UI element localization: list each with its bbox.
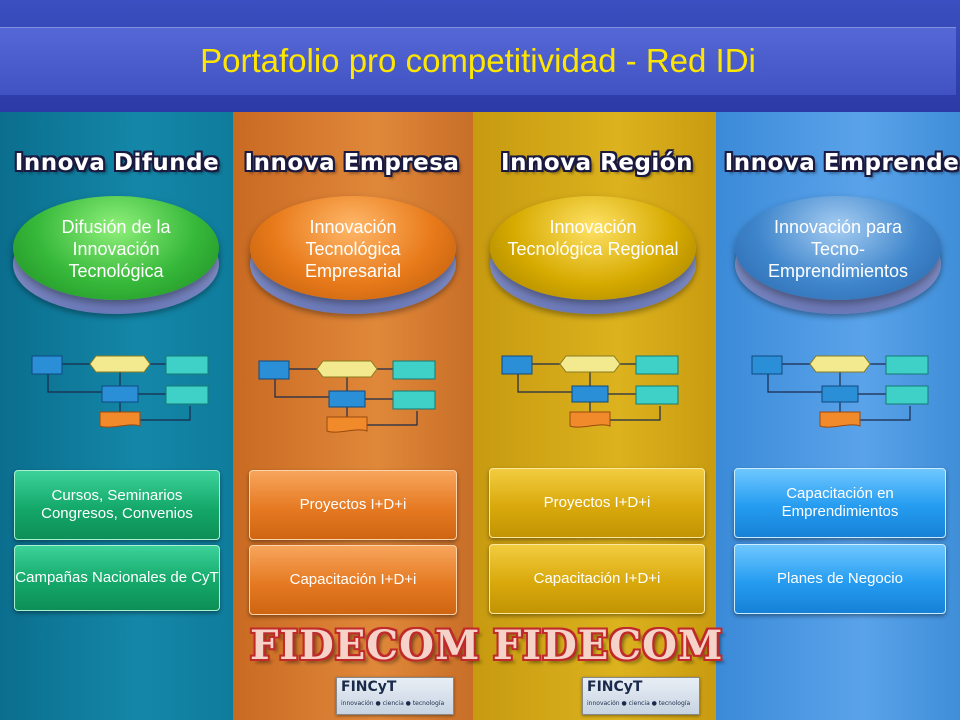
slide-title: Portafolio pro competitividad - Red IDi bbox=[200, 42, 756, 79]
disc-innova-difunde: Difusión de la Innovación Tecnológica bbox=[13, 196, 219, 314]
disc-label: Innovación para Tecno-Emprendimientos bbox=[767, 217, 909, 281]
flowchart-diagram-icon bbox=[501, 355, 679, 428]
fincyt-tagline: innovación ● ciencia ● tecnología bbox=[341, 700, 445, 707]
capacitacion-emprendimientos-button[interactable]: Capacitación en Emprendimientos bbox=[734, 468, 946, 538]
disc-label: Difusión de la Innovación Tecnológica bbox=[61, 217, 171, 281]
cursos-seminarios-button[interactable]: Cursos, Seminarios Congresos, Convenios bbox=[14, 470, 220, 540]
capacitacion-idi-button[interactable]: Capacitación I+D+i bbox=[489, 544, 705, 614]
disc-label: Innovación Tecnológica Regional bbox=[507, 217, 679, 259]
fidecom-logo: FIDECOM bbox=[493, 622, 724, 669]
disc-innova-emprende: Innovación para Tecno-Emprendimientos bbox=[735, 196, 941, 314]
fincyt-tagline: innovación ● ciencia ● tecnología bbox=[587, 700, 691, 707]
fidecom-logo: FIDECOM bbox=[250, 622, 481, 669]
heading-innova-emprende: Innova Emprende bbox=[724, 150, 960, 176]
flowchart-diagram-icon bbox=[751, 355, 929, 428]
planes-de-negocio-button[interactable]: Planes de Negocio bbox=[734, 544, 946, 614]
proyectos-idi-button[interactable]: Proyectos I+D+i bbox=[249, 470, 457, 540]
heading-innova-region: Innova Región bbox=[501, 150, 693, 176]
disc-label: Innovación Tecnológica Empresarial bbox=[304, 217, 402, 281]
disc-innova-region: Innovación Tecnológica Regional bbox=[490, 196, 696, 314]
heading-innova-empresa: Innova Empresa bbox=[244, 150, 460, 176]
fincyt-name: FINCyT bbox=[587, 679, 643, 695]
disc-innova-empresa: Innovación Tecnológica Empresarial bbox=[250, 196, 456, 314]
fincyt-logo: FINCyT innovación ● ciencia ● tecnología bbox=[336, 677, 454, 715]
proyectos-idi-button[interactable]: Proyectos I+D+i bbox=[489, 468, 705, 538]
fincyt-name: FINCyT bbox=[341, 679, 397, 695]
title-bar bbox=[0, 27, 956, 95]
flowchart-diagram-icon bbox=[31, 355, 209, 428]
fincyt-logo: FINCyT innovación ● ciencia ● tecnología bbox=[582, 677, 700, 715]
flowchart-diagram-icon bbox=[258, 360, 436, 433]
campanas-nacionales-button[interactable]: Campañas Nacionales de CyT bbox=[14, 545, 220, 611]
capacitacion-idi-button[interactable]: Capacitación I+D+i bbox=[249, 545, 457, 615]
heading-innova-difunde: Innova Difunde bbox=[14, 150, 220, 176]
